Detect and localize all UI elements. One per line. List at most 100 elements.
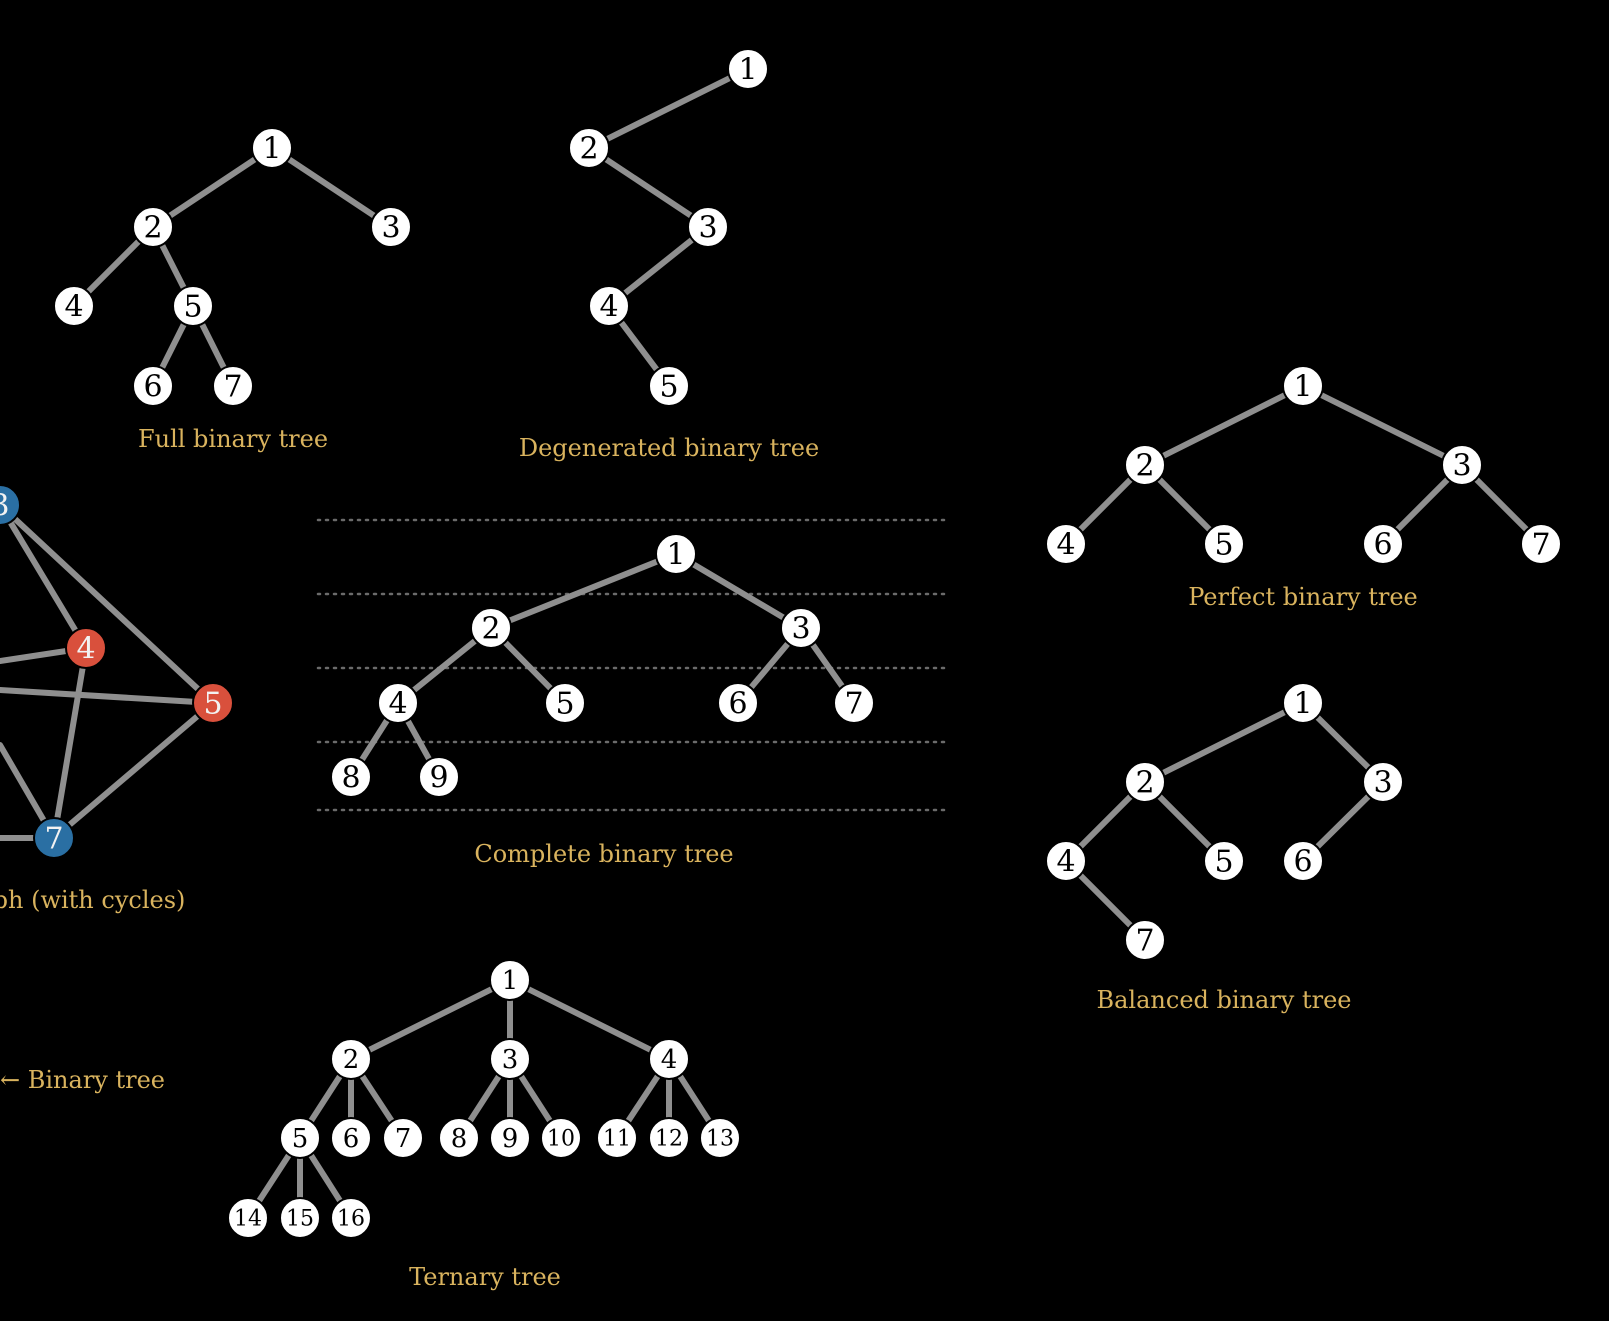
node-label: 5 (292, 1124, 309, 1154)
node-label: 9 (429, 761, 448, 796)
node-label: 5 (1214, 528, 1233, 563)
node-circle (377, 682, 419, 724)
edge-3-5 (0, 502, 216, 706)
node-3: 3 (780, 607, 822, 649)
node-7: 7 (1520, 523, 1562, 565)
node-9: 9 (418, 756, 460, 798)
node-15: 15 (279, 1197, 321, 1239)
node-circle (1203, 840, 1245, 882)
node-label: 5 (183, 290, 202, 325)
node-label: 5 (659, 370, 678, 405)
node-label: 4 (1056, 845, 1075, 880)
node-label: 7 (844, 687, 863, 722)
node-circle (568, 127, 610, 169)
node-circle (1045, 523, 1087, 565)
edge-1-2 (150, 145, 275, 230)
node-4: 4 (53, 285, 95, 327)
edge-1-2 (1142, 383, 1306, 468)
node-label: 2 (579, 132, 598, 167)
node-6: 6 (330, 1117, 372, 1159)
node-circle (330, 1038, 372, 1080)
ternary-tree-caption: Ternary tree (409, 1263, 561, 1291)
node-1: 1 (1282, 682, 1324, 724)
node-circle (544, 682, 586, 724)
node-4: 4 (648, 1038, 690, 1080)
node-circle (382, 1117, 424, 1159)
node-circle (648, 1117, 690, 1159)
node-label: 2 (143, 211, 162, 246)
node-1: 1 (727, 48, 769, 90)
node-circle (418, 756, 460, 798)
edge-4-7 (51, 645, 89, 841)
node-label: 1 (738, 53, 757, 88)
node-5: 5 (648, 365, 690, 407)
node-label: 2 (343, 1045, 360, 1075)
node-8: 8 (330, 756, 372, 798)
node-label: 6 (143, 370, 162, 405)
node-4: 4 (1045, 523, 1087, 565)
node-label: 15 (286, 1207, 314, 1232)
node-circle (655, 533, 697, 575)
node-label: 2 (1135, 449, 1154, 484)
node-circle (596, 1117, 638, 1159)
node-label: 7 (1531, 528, 1550, 563)
node-circle (192, 682, 234, 724)
node-11: 11 (596, 1117, 638, 1159)
node-label: 3 (381, 211, 400, 246)
node-6: 6 (132, 365, 174, 407)
node-label: 5 (1214, 845, 1233, 880)
node-4: 4 (377, 682, 419, 724)
node-label: 2 (1135, 766, 1154, 801)
edge-3-4 (0, 502, 89, 651)
node-7: 7 (33, 817, 75, 859)
node-4: 4 (1045, 840, 1087, 882)
node-16: 16 (330, 1197, 372, 1239)
edge-2-3 (586, 145, 711, 230)
node-label: 6 (1373, 528, 1392, 563)
node-5: 5 (1203, 523, 1245, 565)
node-circle (53, 285, 95, 327)
node-circle (330, 756, 372, 798)
edge-1-2 (488, 551, 679, 631)
node-2: 2 (568, 127, 610, 169)
node-circle (1203, 523, 1245, 565)
node-1: 1 (1282, 365, 1324, 407)
node-3: 3 (1362, 761, 1404, 803)
node-label: 14 (234, 1207, 262, 1232)
edge-1-2 (348, 977, 513, 1062)
node-label: 1 (666, 538, 685, 573)
node-label: 4 (661, 1045, 678, 1075)
node-circle (489, 959, 531, 1001)
node-6: 6 (717, 682, 759, 724)
node-circle (1045, 840, 1087, 882)
node-3: 3 (1441, 444, 1483, 486)
node-label: 7 (395, 1124, 412, 1154)
node-circle (1441, 444, 1483, 486)
degenerated-binary-tree-caption: Degenerated binary tree (519, 434, 819, 462)
edge-1-4 (507, 977, 672, 1062)
node-label: 1 (1293, 370, 1312, 405)
node-circle (489, 1038, 531, 1080)
edge-3-4 (606, 224, 711, 309)
node-label: 1 (1293, 687, 1312, 722)
node-circle (330, 1197, 372, 1239)
node-circle (1124, 919, 1166, 961)
node-circle (227, 1197, 269, 1239)
node-3: 3 (370, 206, 412, 248)
node-label: 3 (698, 211, 717, 246)
node-label: 6 (343, 1124, 360, 1154)
node-label: 2 (481, 612, 500, 647)
node-circle (699, 1117, 741, 1159)
node-circle (780, 607, 822, 649)
node-13: 13 (699, 1117, 741, 1159)
node-circle (1282, 840, 1324, 882)
full-binary-tree-caption: Full binary tree (138, 425, 328, 453)
node-3: 3 (687, 206, 729, 248)
node-label: 13 (706, 1127, 734, 1152)
node-label: 7 (1135, 924, 1154, 959)
